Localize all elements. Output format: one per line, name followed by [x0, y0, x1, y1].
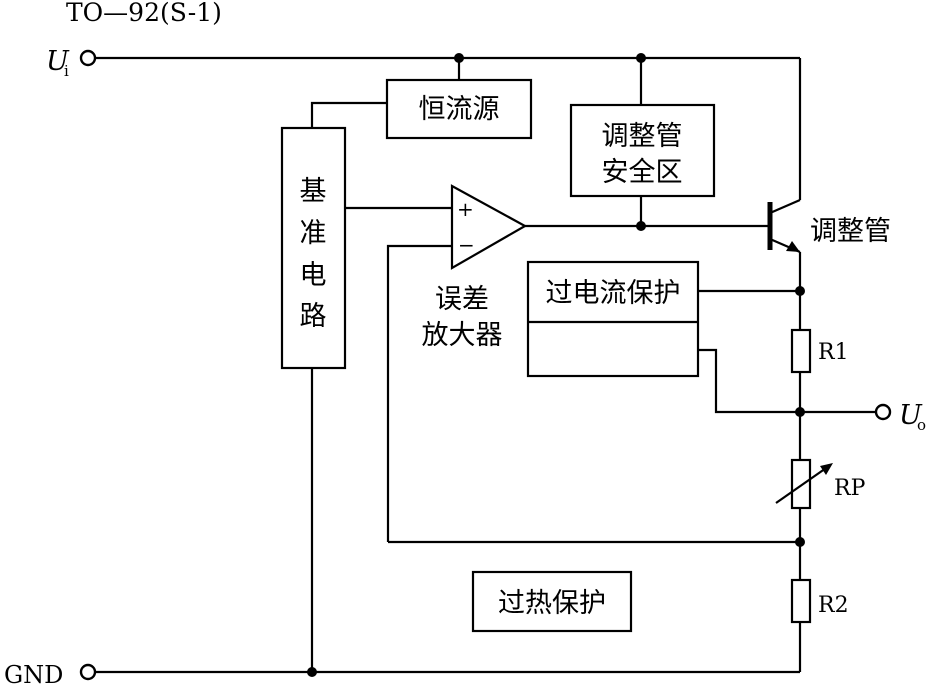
amp-plus-label: +	[457, 197, 474, 221]
svg-text:U: U	[899, 400, 923, 431]
transistor-label: 调整管	[810, 216, 891, 247]
reference-circuit-block: 基 准 电 路	[280, 126, 347, 370]
svg-text:基: 基	[300, 176, 327, 207]
error-amp-label-1: 误差	[435, 284, 489, 315]
svg-text:过热保护: 过热保护	[498, 588, 606, 619]
svg-text:过电流保护: 过电流保护	[546, 278, 681, 309]
current-source-block: 恒流源	[385, 78, 533, 140]
pass-transistor: 调整管	[767, 198, 891, 254]
svg-text:调整管: 调整管	[602, 121, 683, 152]
resistor-r2: R2	[790, 578, 849, 624]
svg-text:GND: GND	[4, 661, 63, 687]
error-amp-label-2: 放大器	[422, 320, 503, 351]
svg-text:i: i	[64, 62, 69, 80]
svg-text:路: 路	[300, 301, 327, 332]
amp-minus-label: −	[458, 233, 475, 257]
svg-text:R1: R1	[818, 340, 849, 365]
svg-text:安全区: 安全区	[602, 157, 683, 188]
svg-text:U: U	[46, 46, 70, 77]
package-label: TO—92(S-1)	[66, 0, 222, 27]
safe-area-block: 调整管 安全区	[569, 103, 716, 198]
ground-terminal: GND	[4, 661, 97, 687]
resistor-r1: R1	[790, 328, 849, 374]
potentiometer-rp: RP	[775, 458, 866, 510]
thermal-protection-block: 过热保护	[471, 570, 633, 633]
svg-text:RP: RP	[834, 476, 866, 501]
junction-dots	[307, 53, 805, 677]
input-terminal: U i	[46, 46, 97, 80]
svg-text:R2: R2	[818, 593, 849, 618]
output-terminal: U o	[874, 400, 926, 434]
svg-text:o: o	[917, 416, 926, 434]
svg-text:恒流源: 恒流源	[419, 94, 500, 125]
error-amplifier: + − 误差 放大器	[422, 184, 528, 351]
svg-text:准: 准	[300, 218, 327, 249]
overcurrent-protection-block: 过电流保护	[526, 260, 700, 378]
svg-text:电: 电	[300, 260, 327, 291]
